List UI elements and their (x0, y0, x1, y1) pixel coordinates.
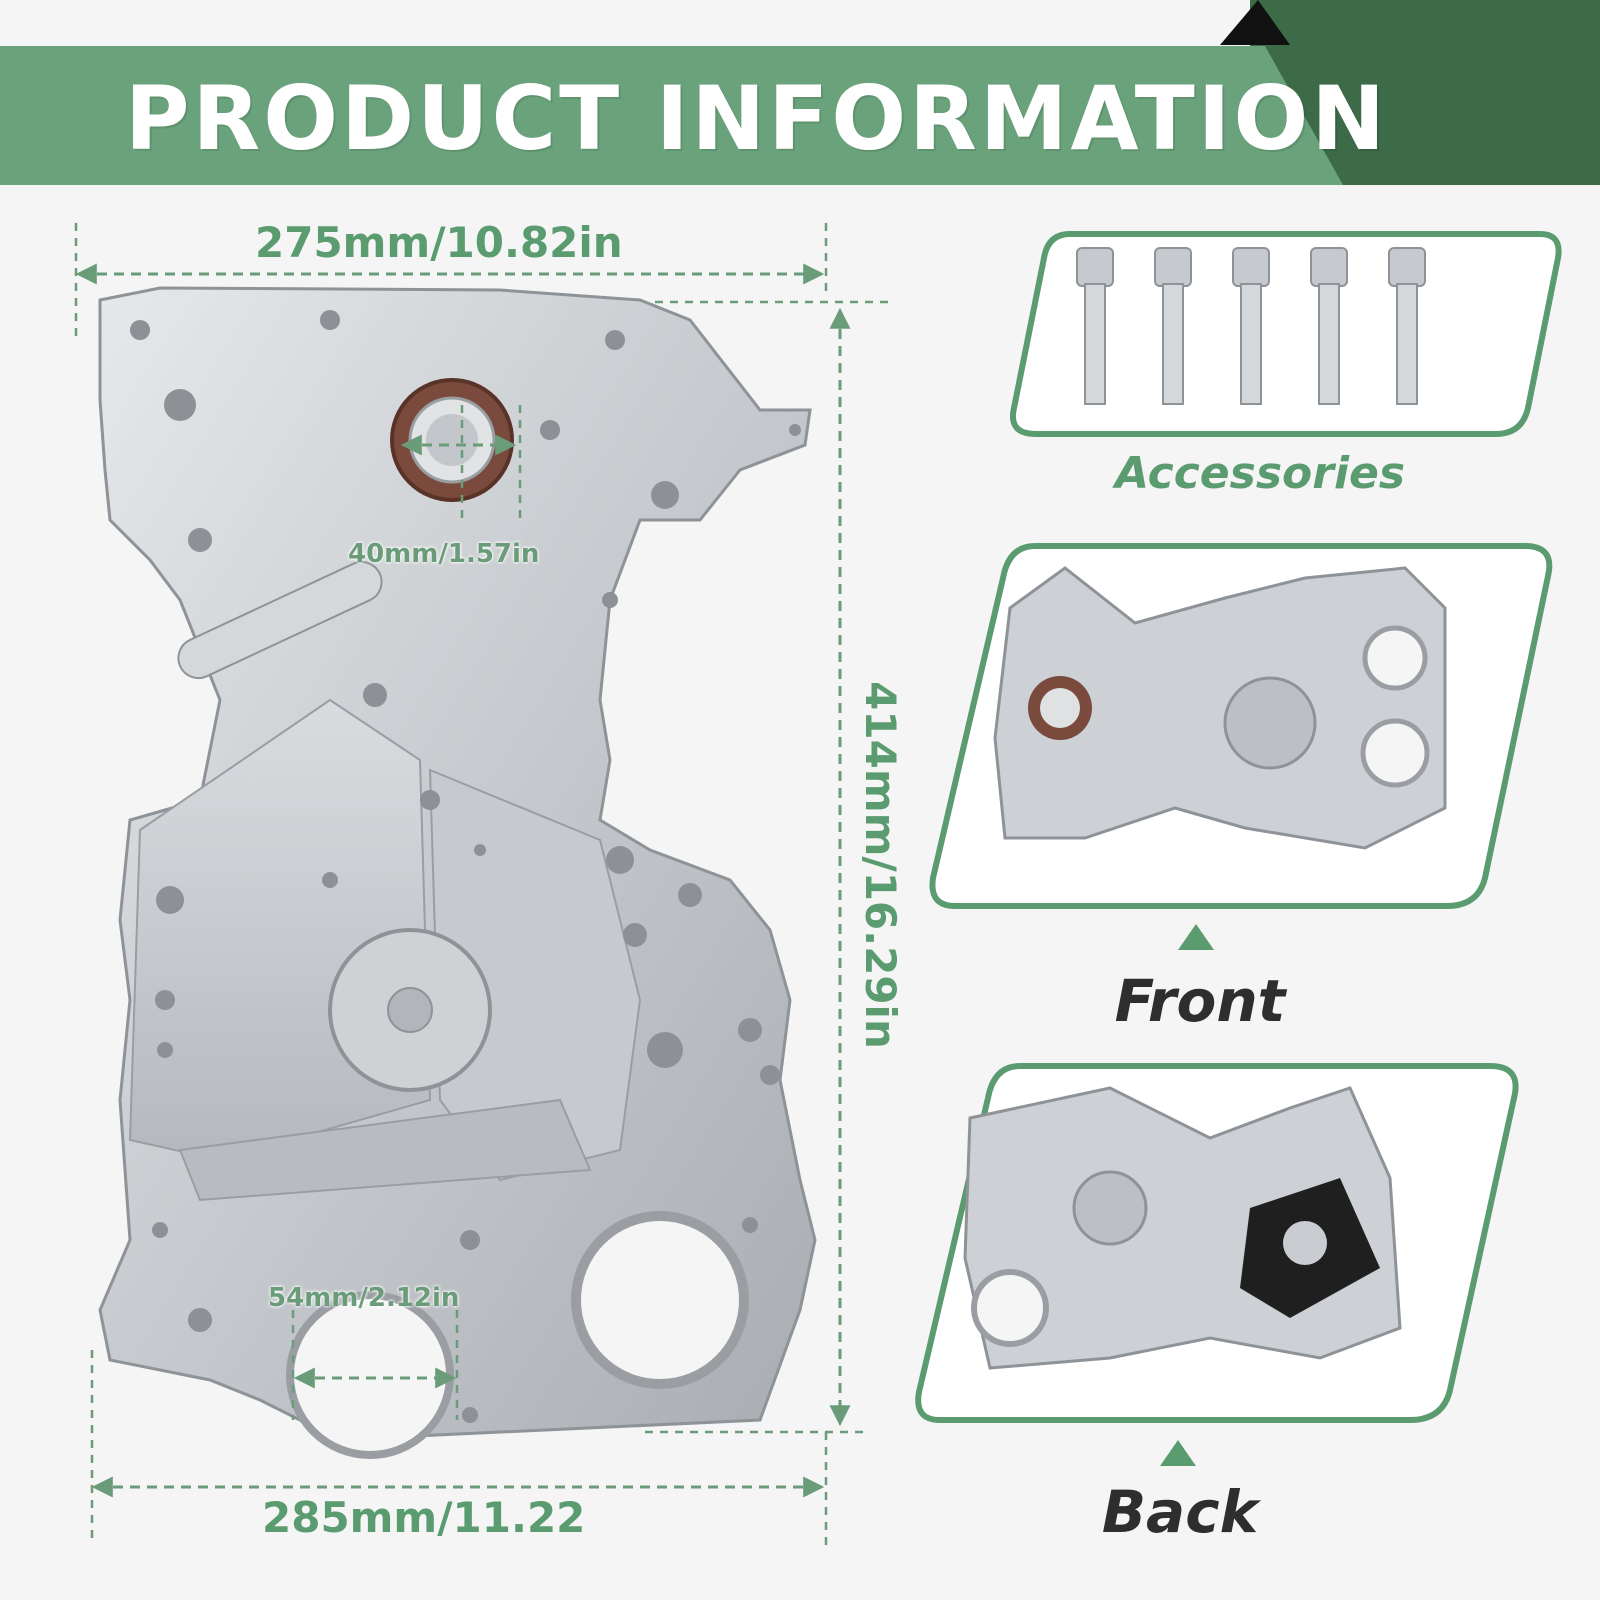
bolt-icon (1076, 247, 1114, 405)
accessories-label: Accessories (1114, 448, 1406, 499)
dimension-lines (74, 223, 895, 1545)
oil-seal-inner (426, 414, 478, 466)
top-width-label: 275mm/10.82in (255, 218, 623, 267)
back-arrow-icon (1160, 1440, 1196, 1466)
cover-lower-rib (178, 1098, 592, 1202)
bore-diameter-label: 54mm/2.12in (268, 1283, 460, 1313)
page-title: PRODUCT INFORMATION (125, 67, 1388, 170)
bolt-set (1076, 247, 1426, 405)
banner-black-corner (1220, 0, 1290, 45)
bolt-icon (1388, 247, 1426, 405)
lower-bore-right (571, 1211, 749, 1389)
bolt-icon (1232, 247, 1270, 405)
cover-rib-panel (128, 698, 432, 1162)
front-view-image (993, 566, 1447, 850)
front-arrow-icon (1178, 924, 1214, 950)
front-view-panel (929, 543, 1553, 909)
banner-green-strip (0, 46, 1343, 185)
back-view-image (963, 1086, 1402, 1370)
oil-pump-hub (387, 987, 433, 1033)
front-label: Front (1114, 967, 1286, 1035)
banner-dark-panel (1250, 0, 1600, 185)
lower-bore-left (286, 1291, 454, 1459)
bolt-icon (1154, 247, 1192, 405)
oil-tube (177, 560, 383, 680)
header-banner (0, 0, 1600, 185)
back-view-panel (915, 1063, 1519, 1423)
height-label: 414mm/16.29in (856, 681, 905, 1049)
dimension-arrows (75, 263, 851, 1498)
seal-diameter-label: 40mm/1.57in (348, 539, 540, 569)
bolt-icon (1310, 247, 1348, 405)
accessories-panel (1010, 231, 1562, 437)
bottom-width-label: 285mm/11.22 (262, 1493, 586, 1542)
back-label: Back (1101, 1478, 1259, 1546)
bolt-holes (130, 310, 801, 1423)
main-product-figure (74, 223, 895, 1545)
cover-diamond-panel (428, 768, 642, 1182)
